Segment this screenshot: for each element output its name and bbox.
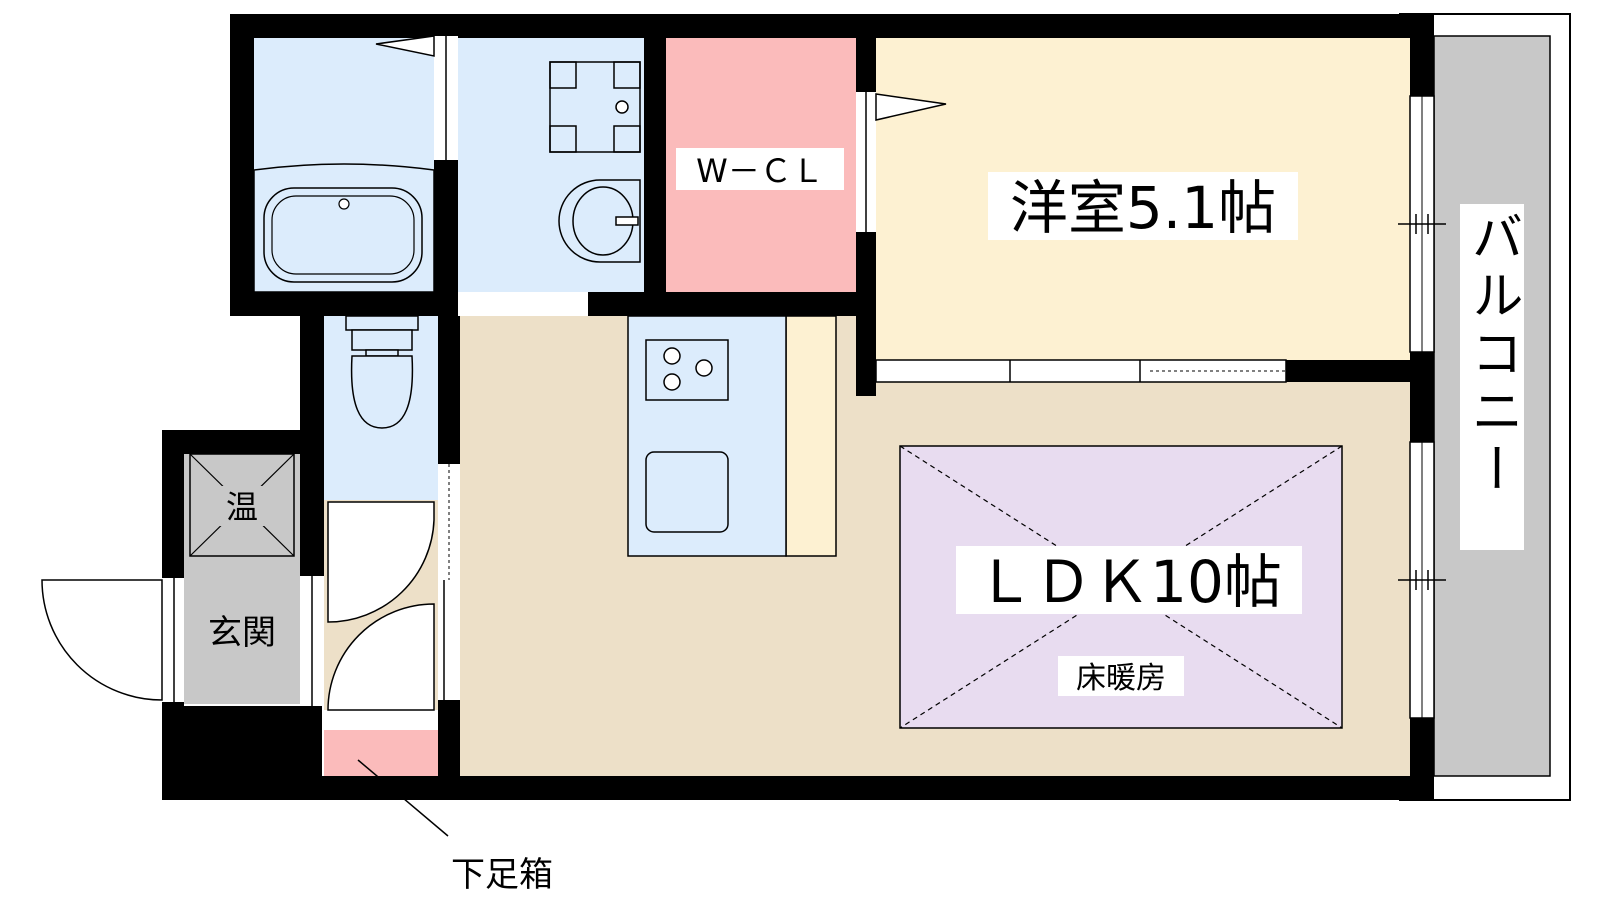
entrance-label: 玄関 [208,613,276,653]
toilet [345,315,419,429]
balcony-label: バルコニー [1462,210,1522,500]
shoe-box-leader [357,759,449,837]
floor-heating-label: 床暖房 [1076,661,1166,696]
ldk-label: ＬＤＫ10帖 [976,548,1282,616]
bathtub [253,163,435,293]
doors [41,35,947,711]
western-room-label: 洋室5.1帖 [1010,174,1276,242]
wash-basin [558,179,641,263]
window-ticks [1398,214,1446,590]
walk-in-closet-label: W－ＣＬ [696,152,824,190]
washing-machine-pan [549,61,641,153]
shoe-box [324,730,440,776]
balcony: バルコニー [1399,13,1571,801]
kitchen [627,315,837,557]
shoe-box-label: 下足箱 [451,855,553,895]
water-heater-label: 温 [226,488,258,526]
water-heater: 温 [189,453,295,557]
